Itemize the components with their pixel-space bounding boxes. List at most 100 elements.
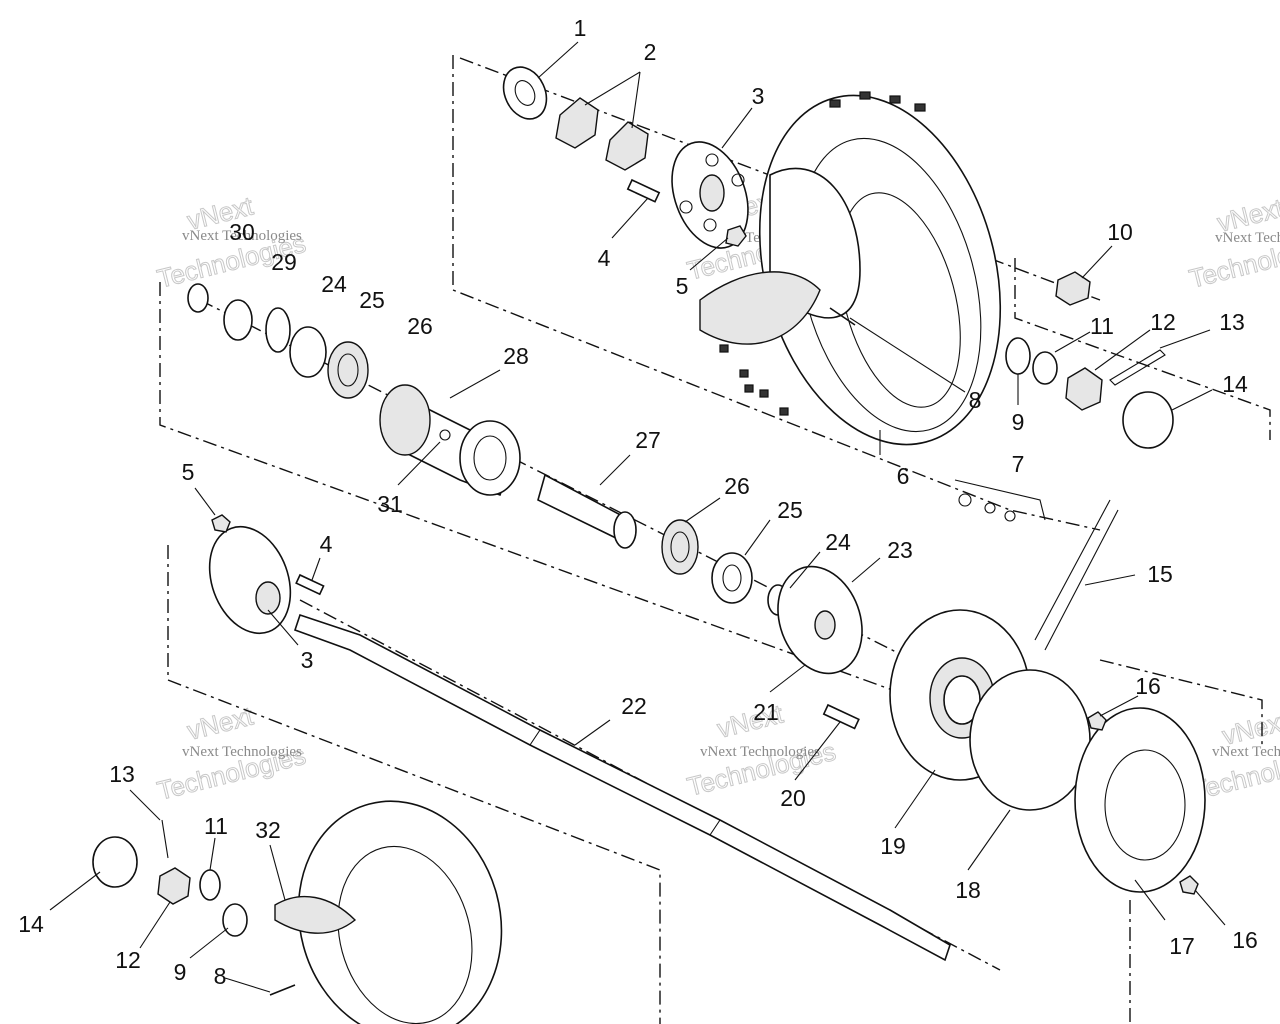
seal-part: [711, 552, 753, 604]
cotter-pin-part: [161, 819, 169, 859]
valve-stem-part: [269, 984, 296, 996]
callout-2: 2: [644, 39, 657, 65]
callout-labels: 1 2 3 4 5 6 7 8 9 10 11 12 13 14 30 29 2…: [18, 15, 1258, 989]
nut-part: [1179, 875, 1199, 895]
callout-16: 16: [1135, 673, 1161, 699]
watermark-small: vNext Technologies: [182, 744, 302, 760]
nut-part: [1087, 711, 1107, 731]
hub-cap-part: [92, 836, 138, 888]
watermark-small: vNext Technologies: [1212, 744, 1280, 760]
callout-25: 25: [777, 497, 803, 523]
nut-part: [555, 97, 599, 149]
leader-lines: [49, 41, 1226, 993]
callout-11: 11: [204, 813, 228, 839]
callout-8: 8: [214, 963, 227, 989]
callout-16: 16: [1232, 927, 1258, 953]
clip-set-part: [954, 479, 1046, 522]
castle-nut-part: [157, 867, 191, 905]
callout-14: 14: [18, 911, 44, 937]
tire-part: [297, 800, 503, 1024]
axle-assembly: [208, 499, 1206, 962]
bearing-assembly: [187, 283, 789, 616]
callout-4: 4: [598, 245, 611, 271]
callout-27: 27: [635, 427, 661, 453]
brake-outline: [1099, 659, 1263, 745]
bearing-part: [661, 519, 699, 575]
callout-20: 20: [780, 785, 806, 811]
watermark-line1: vNext: [184, 700, 256, 745]
callout-7: 7: [1012, 451, 1025, 477]
watermark-small: vNext Technologies: [1215, 230, 1280, 246]
callout-1: 1: [574, 15, 587, 41]
callout-3: 3: [752, 83, 765, 109]
seal-part: [289, 326, 327, 378]
seal-part: [223, 299, 253, 341]
callout-11: 11: [1090, 313, 1114, 339]
callout-3: 3: [301, 647, 314, 673]
brake-disc-part: [1074, 707, 1206, 893]
bearing-part: [327, 341, 369, 399]
valve-stem-part: [829, 307, 856, 326]
hub-cap-part: [1122, 391, 1174, 449]
callout-25: 25: [359, 287, 385, 313]
bolt-part: [626, 178, 661, 203]
callout-21: 21: [753, 699, 779, 725]
nut-part: [605, 121, 649, 171]
middle-bearing-outline: [159, 282, 921, 701]
callout-22: 22: [621, 693, 647, 719]
castle-nut-part: [1065, 367, 1103, 411]
callout-19: 19: [880, 833, 906, 859]
chain-part: [1034, 499, 1111, 641]
callout-17: 17: [1169, 933, 1195, 959]
callout-6: 6: [897, 463, 910, 489]
callout-28: 28: [503, 343, 529, 369]
callout-8: 8: [969, 387, 982, 413]
small-nut-part: [211, 514, 231, 533]
bolt-part: [295, 573, 325, 596]
upper-wheel-assembly: [502, 66, 1174, 522]
o-ring-part: [265, 307, 291, 353]
callout-26: 26: [724, 473, 750, 499]
nut-part: [1055, 271, 1091, 306]
callout-10: 10: [1107, 219, 1133, 245]
callout-31: 31: [377, 491, 403, 517]
callout-32: 32: [255, 817, 281, 843]
tread-pattern: [719, 91, 926, 416]
callout-15: 15: [1147, 561, 1173, 587]
callout-30: 30: [229, 219, 255, 245]
lower-wheel-assembly: [92, 800, 503, 1024]
watermark-small: vNext Technologies: [182, 228, 302, 244]
callout-12: 12: [115, 947, 141, 973]
callout-5: 5: [182, 459, 195, 485]
callout-24: 24: [825, 529, 851, 555]
callout-29: 29: [271, 249, 297, 275]
callout-9: 9: [174, 959, 187, 985]
callout-5: 5: [676, 273, 689, 299]
cotter-pin-part: [1109, 349, 1166, 386]
callout-26: 26: [407, 313, 433, 339]
snap-ring-part: [187, 283, 209, 313]
ring-part: [1032, 351, 1058, 385]
callout-4: 4: [320, 531, 333, 557]
lower-axle-outline: [167, 545, 661, 1024]
bolt-part: [822, 703, 860, 730]
upper-hub-outline: [452, 55, 1101, 531]
callout-24: 24: [321, 271, 347, 297]
callout-14: 14: [1222, 371, 1248, 397]
right-upper-outline: [1014, 258, 1271, 440]
callout-13: 13: [1219, 309, 1245, 335]
washer-part: [222, 903, 248, 937]
callout-23: 23: [887, 537, 913, 563]
callout-18: 18: [955, 877, 981, 903]
hub-flange-part: [208, 525, 292, 635]
gasket-part: [969, 669, 1091, 811]
callout-12: 12: [1150, 309, 1176, 335]
washer-part: [502, 66, 548, 120]
callout-13: 13: [109, 761, 135, 787]
washer-part: [1005, 337, 1031, 375]
small-nut-part: [725, 225, 747, 247]
ring-part: [199, 869, 221, 901]
grease-fitting-part: [439, 429, 451, 441]
watermark-small: vNext Technologies: [700, 744, 820, 760]
